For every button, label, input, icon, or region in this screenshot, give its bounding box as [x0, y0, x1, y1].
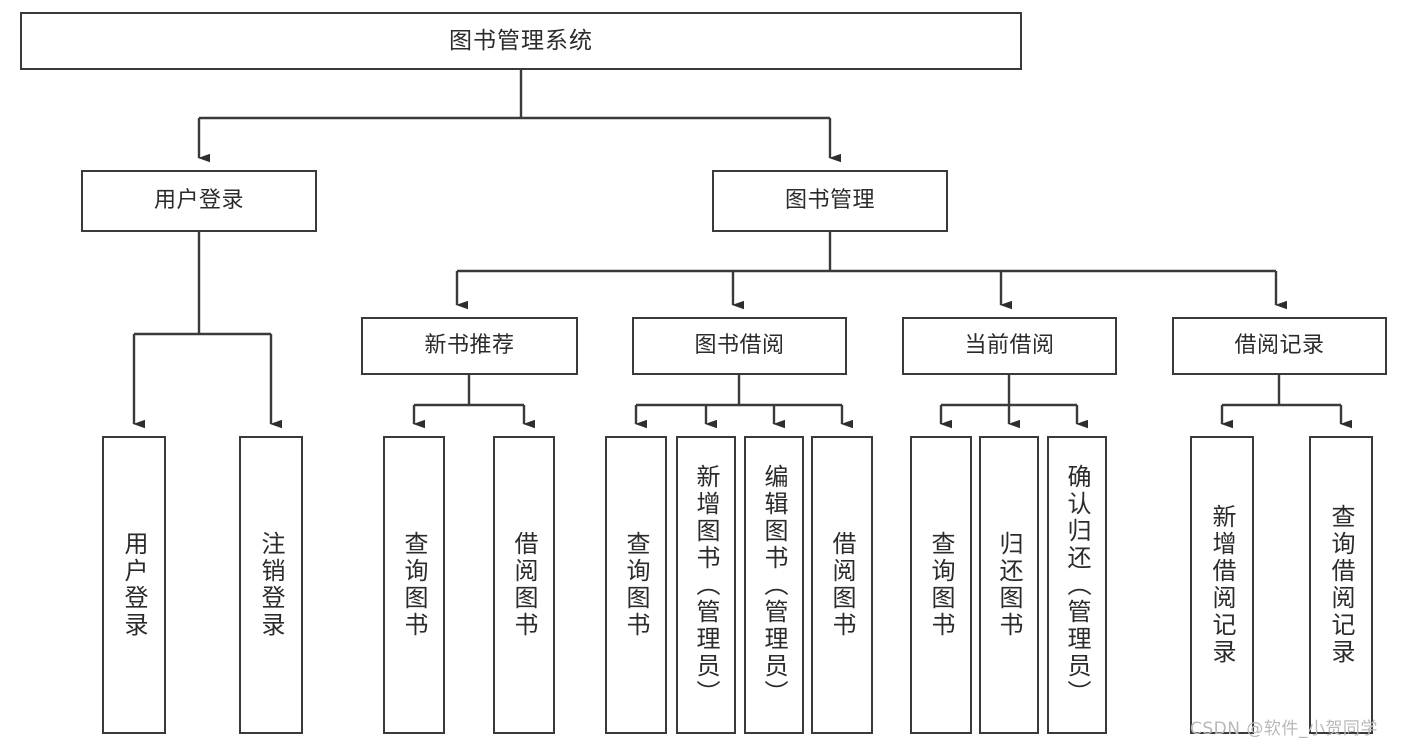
leaf-query-borrow-record[interactable]: 查询借阅记录: [1309, 436, 1373, 734]
node-book-management[interactable]: 图书管理: [712, 170, 948, 232]
leaf-query-book-new[interactable]: 查询图书: [383, 436, 445, 734]
node-label: 新增图书（管理员）: [692, 463, 720, 707]
node-label: 新书推荐: [424, 333, 515, 359]
leaf-user-login[interactable]: 用户登录: [102, 436, 166, 734]
node-label: 图书管理系统: [449, 27, 593, 54]
leaf-borrow-book[interactable]: 借阅图书: [811, 436, 873, 734]
node-label: 用户登录: [120, 531, 148, 639]
node-label: 新增借阅记录: [1208, 504, 1236, 666]
node-label: 确认归还（管理员）: [1063, 463, 1091, 707]
node-label: 借阅图书: [510, 531, 538, 639]
node-label: 借阅记录: [1234, 333, 1325, 359]
node-user-login[interactable]: 用户登录: [81, 170, 317, 232]
leaf-query-book-current[interactable]: 查询图书: [910, 436, 972, 734]
node-label: 查询图书: [622, 531, 650, 639]
node-label: 查询借阅记录: [1327, 504, 1355, 666]
leaf-query-book-borrow[interactable]: 查询图书: [605, 436, 667, 734]
leaf-confirm-return-admin[interactable]: 确认归还（管理员）: [1047, 436, 1107, 734]
node-borrow-records[interactable]: 借阅记录: [1172, 317, 1387, 375]
node-label: 查询图书: [927, 531, 955, 639]
leaf-borrow-book-new[interactable]: 借阅图书: [493, 436, 555, 734]
node-label: 用户登录: [153, 188, 244, 214]
leaf-edit-book-admin[interactable]: 编辑图书（管理员）: [744, 436, 804, 734]
node-label: 注销登录: [257, 531, 285, 639]
leaf-return-book[interactable]: 归还图书: [979, 436, 1039, 734]
node-book-borrow[interactable]: 图书借阅: [632, 317, 847, 375]
node-current-borrow[interactable]: 当前借阅: [902, 317, 1117, 375]
leaf-user-logout[interactable]: 注销登录: [239, 436, 303, 734]
node-label: 查询图书: [400, 531, 428, 639]
node-new-book-recommend[interactable]: 新书推荐: [361, 317, 578, 375]
leaf-add-borrow-record[interactable]: 新增借阅记录: [1190, 436, 1254, 734]
leaf-add-book-admin[interactable]: 新增图书（管理员）: [676, 436, 736, 734]
node-label: 当前借阅: [964, 333, 1055, 359]
node-label: 图书管理: [784, 188, 875, 214]
node-label: 借阅图书: [828, 531, 856, 639]
node-label: 归还图书: [995, 531, 1023, 639]
node-root-system[interactable]: 图书管理系统: [20, 12, 1022, 70]
node-label: 图书借阅: [694, 333, 785, 359]
node-label: 编辑图书（管理员）: [760, 463, 788, 707]
